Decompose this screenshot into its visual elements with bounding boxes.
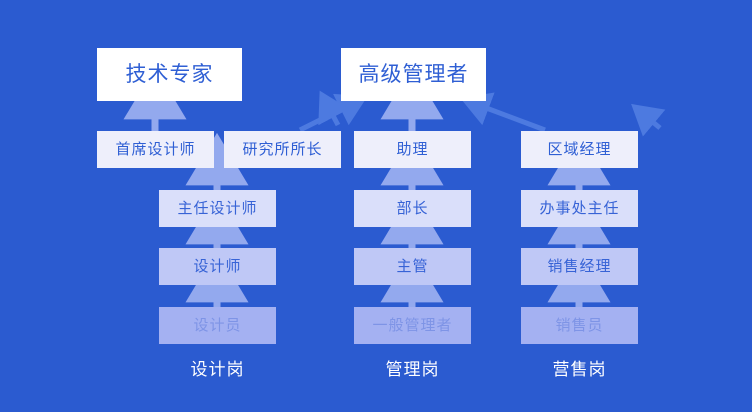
node-senior-manager[interactable]: 高级管理者 [341,48,486,101]
node-label: 主任设计师 [177,200,258,217]
node-minister[interactable]: 部长 [354,190,471,227]
node-junior-designer[interactable]: 设计员 [159,307,276,344]
node-label: 首席设计师 [115,141,196,158]
arrow-regional-manager-to-senior-manager [460,92,546,133]
node-label: 高级管理者 [358,63,469,86]
node-label: 研究所所长 [242,141,323,158]
node-label: 主管 [396,258,429,275]
node-label: 销售员 [555,317,604,334]
node-supervisor[interactable]: 主管 [354,248,471,285]
arrow-stub-left-of-senior-manager [318,90,350,127]
node-office-director[interactable]: 办事处主任 [521,190,638,227]
node-chief-designer[interactable]: 首席设计师 [97,131,214,168]
caption-label: 设计岗 [190,360,245,379]
node-assistant[interactable]: 助理 [354,131,471,168]
caption-design-track: 设计岗 [159,361,276,378]
node-general-manager[interactable]: 一般管理者 [354,307,471,344]
node-tech-expert[interactable]: 技术专家 [97,48,242,101]
node-sales-manager[interactable]: 销售经理 [521,248,638,285]
caption-management-track: 管理岗 [354,361,471,378]
node-label: 技术专家 [125,63,214,86]
node-label: 销售经理 [547,258,612,275]
node-label: 助理 [396,141,429,158]
node-salesperson[interactable]: 销售员 [521,307,638,344]
node-label: 部长 [396,200,429,217]
node-institute-director[interactable]: 研究所所长 [224,131,341,168]
node-label: 设计师 [193,258,242,275]
node-regional-manager[interactable]: 区域经理 [521,131,638,168]
caption-sales-track: 营售岗 [521,361,638,378]
caption-label: 营售岗 [552,360,607,379]
caption-label: 管理岗 [385,360,440,379]
node-label: 一般管理者 [372,317,453,334]
node-designer[interactable]: 设计师 [159,248,276,285]
node-principal-designer[interactable]: 主任设计师 [159,190,276,227]
node-label: 区域经理 [547,141,612,158]
arrow-stub-right-edge [631,103,666,137]
node-label: 设计员 [193,317,242,334]
node-label: 办事处主任 [539,200,620,217]
arrow-institute-director-to-senior-manager [298,93,368,133]
